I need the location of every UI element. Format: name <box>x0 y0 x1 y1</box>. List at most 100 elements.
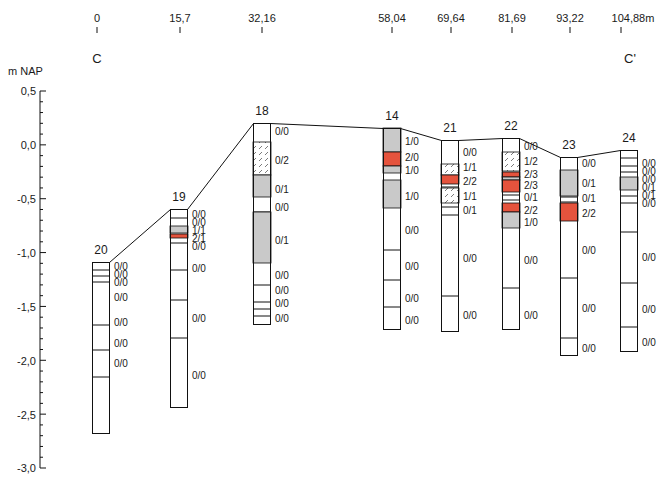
axis-major-tick <box>40 91 46 92</box>
layer-code: 2/2 <box>524 206 538 216</box>
archaeological-layer <box>560 203 578 221</box>
layer-boundary <box>620 166 638 167</box>
axis-tick-label: -3,0 <box>17 462 36 474</box>
layer-boundary <box>560 278 578 279</box>
layer-code: 0/0 <box>192 314 206 324</box>
borehole-number: 23 <box>562 139 575 151</box>
layer-code: 0/0 <box>642 338 656 348</box>
archaeological-layer <box>502 172 520 177</box>
layer-code: 1/2 <box>524 157 538 167</box>
axis-minor-tick <box>40 295 43 296</box>
layer-boundary <box>92 350 110 351</box>
layer-code: 1/1 <box>463 192 477 202</box>
distance-tick <box>392 27 393 33</box>
distance-label: 81,69 <box>498 12 526 24</box>
axis-minor-tick <box>40 317 43 318</box>
axis-minor-tick <box>40 392 43 393</box>
layer-code: 0/0 <box>582 159 596 169</box>
layer-code: 0/0 <box>463 254 477 264</box>
layer-code: 2/3 <box>524 181 538 191</box>
layer-code: 0/1 <box>582 179 596 189</box>
layer-code: 0/1 <box>463 206 477 216</box>
layer-code: 0/1 <box>275 185 289 195</box>
axis-tick-label: 0,0 <box>21 139 36 151</box>
axis-minor-tick <box>40 123 43 124</box>
axis-minor-tick <box>40 338 43 339</box>
layer-code: 0/0 <box>114 293 128 303</box>
layer-boundary <box>560 197 578 198</box>
section-end-label: C' <box>624 51 636 66</box>
peat-layer <box>441 164 459 175</box>
axis-minor-tick <box>40 371 43 372</box>
clay-layer <box>253 212 271 263</box>
layer-boundary <box>441 187 459 188</box>
clay-layer <box>170 226 188 233</box>
archaeological-layer <box>502 203 520 212</box>
archaeological-layer <box>502 180 520 192</box>
borehole-number: 21 <box>443 122 456 134</box>
distance-label: 15,7 <box>169 12 190 24</box>
layer-code: 0/0 <box>642 199 656 209</box>
layer-boundary <box>170 300 188 301</box>
axis-minor-tick <box>40 457 43 458</box>
borehole-column: 190/00/01/12/10/00/00/00/0 <box>170 209 188 408</box>
distance-label: 93,22 <box>556 12 584 24</box>
layer-boundary <box>92 270 110 271</box>
distance-tick <box>97 27 98 33</box>
layer-boundary <box>92 282 110 283</box>
borehole-number: 22 <box>504 120 517 132</box>
peat-layer <box>253 142 271 175</box>
layer-boundary <box>502 195 520 196</box>
layer-boundary <box>253 302 271 303</box>
layer-code: 2/0 <box>405 153 419 163</box>
borehole-number: 19 <box>172 191 185 203</box>
layer-code: 0/2 <box>275 156 289 166</box>
layer-boundary <box>502 200 520 201</box>
layer-boundary <box>560 338 578 339</box>
layer-code: 1/1 <box>463 163 477 173</box>
axis-minor-tick <box>40 231 43 232</box>
layer-boundary <box>620 283 638 284</box>
clay-layer <box>502 212 520 228</box>
distance-label: 0 <box>94 12 100 24</box>
axis-major-tick <box>40 468 46 469</box>
layer-boundary <box>441 215 459 216</box>
axis-minor-tick <box>40 424 43 425</box>
axis-minor-tick <box>40 263 43 264</box>
layer-code: 0/0 <box>275 203 289 213</box>
clay-layer <box>620 177 638 190</box>
clay-layer <box>253 175 271 197</box>
layer-code: 0/1 <box>275 236 289 246</box>
layer-code: 1/0 <box>405 192 419 202</box>
layer-boundary <box>383 307 401 308</box>
layer-code: 0/0 <box>275 314 289 324</box>
layer-boundary <box>92 377 110 378</box>
axis-tick-label: -1,5 <box>17 301 36 313</box>
surface-line <box>188 124 254 210</box>
borehole-number: 24 <box>622 132 635 144</box>
distance-label: 32,16 <box>248 12 276 24</box>
layer-code: 0/0 <box>192 264 206 274</box>
layer-code: 0/0 <box>114 339 128 349</box>
borehole-number: 18 <box>255 105 268 117</box>
axis-minor-tick <box>40 435 43 436</box>
layer-boundary <box>253 285 271 286</box>
layer-code: 0/0 <box>524 311 538 321</box>
peat-layer <box>441 188 459 203</box>
layer-code: 0/0 <box>114 359 128 369</box>
archaeological-layer <box>441 175 459 184</box>
layer-code: 0/0 <box>405 294 419 304</box>
axis-tick-label: -2,5 <box>17 409 36 421</box>
axis-minor-tick <box>40 155 43 156</box>
borehole-column: 180/00/20/10/00/10/00/00/00/0 <box>253 123 271 325</box>
layer-code: 0/0 <box>582 304 596 314</box>
axis-minor-tick <box>40 284 43 285</box>
axis-minor-tick <box>40 112 43 113</box>
clay-layer <box>383 128 401 152</box>
layer-boundary <box>92 325 110 326</box>
borehole-number: 14 <box>385 110 398 122</box>
layer-boundary <box>383 250 401 251</box>
axis-minor-tick <box>40 166 43 167</box>
